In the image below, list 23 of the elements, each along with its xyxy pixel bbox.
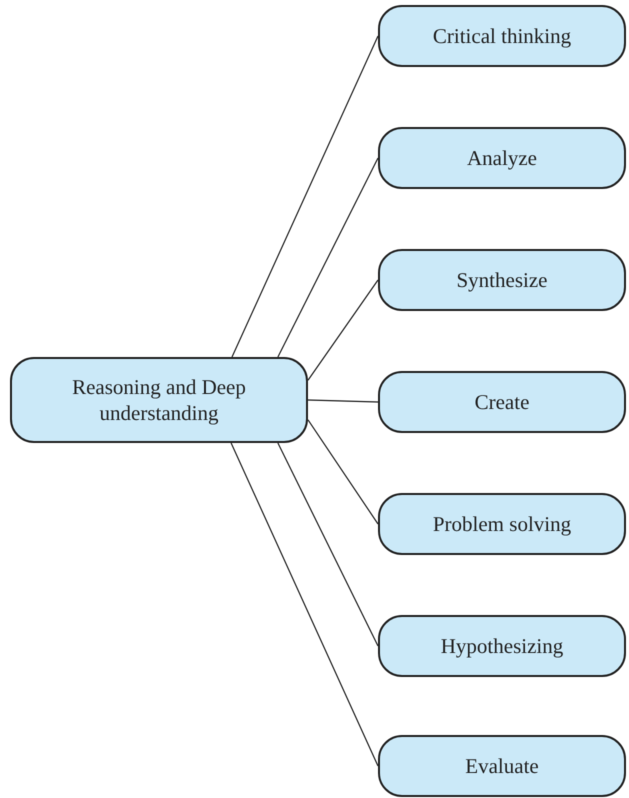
box-label: Analyze <box>467 144 537 172</box>
connector-line <box>230 442 379 766</box>
rounded-box <box>378 493 626 555</box>
box-label: Problem solving <box>432 510 572 538</box>
box-label: Evaluate <box>465 752 539 780</box>
rounded-box <box>378 615 626 677</box>
box-label: Reasoning and Deep understanding <box>71 374 247 426</box>
connector-line <box>308 399 378 403</box>
rounded-box <box>10 357 308 443</box>
box-label: Create <box>474 388 530 416</box>
box-label: Critical thinking <box>432 22 572 50</box>
connector-line <box>308 419 378 524</box>
rounded-box <box>378 249 626 311</box>
rounded-box <box>378 5 626 67</box>
rounded-box <box>378 735 626 797</box>
connector-line <box>231 36 379 358</box>
connector-line <box>277 158 379 358</box>
rounded-box <box>378 371 626 433</box>
rounded-box <box>378 127 626 189</box>
box-label: Synthesize <box>456 266 548 294</box>
connector-line <box>308 280 378 381</box>
connector-line <box>277 442 379 646</box>
box-label: Hypothesizing <box>440 632 564 660</box>
